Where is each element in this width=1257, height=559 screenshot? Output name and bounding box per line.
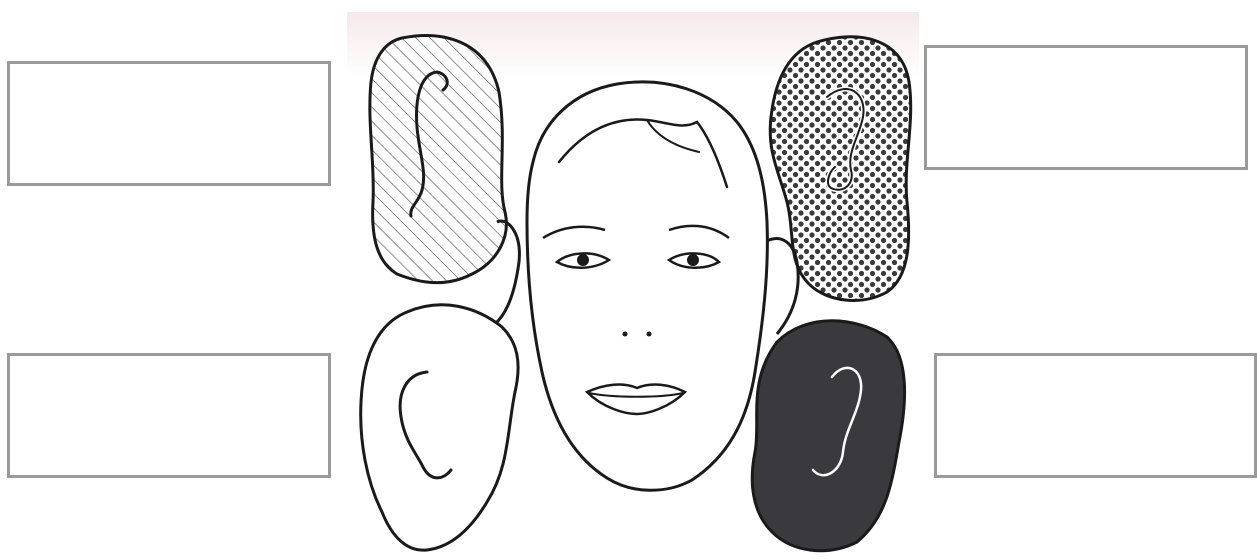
hatched-ear: [370, 36, 507, 283]
face: [527, 82, 767, 490]
left-nostril: [623, 332, 628, 337]
face-ears-illustration: [347, 12, 919, 559]
label-box-bottom-right[interactable]: [934, 353, 1257, 478]
label-box-top-right[interactable]: [924, 45, 1248, 170]
right-nostril: [647, 332, 652, 337]
label-box-bottom-left[interactable]: [7, 353, 331, 478]
label-box-top-left[interactable]: [7, 61, 331, 186]
